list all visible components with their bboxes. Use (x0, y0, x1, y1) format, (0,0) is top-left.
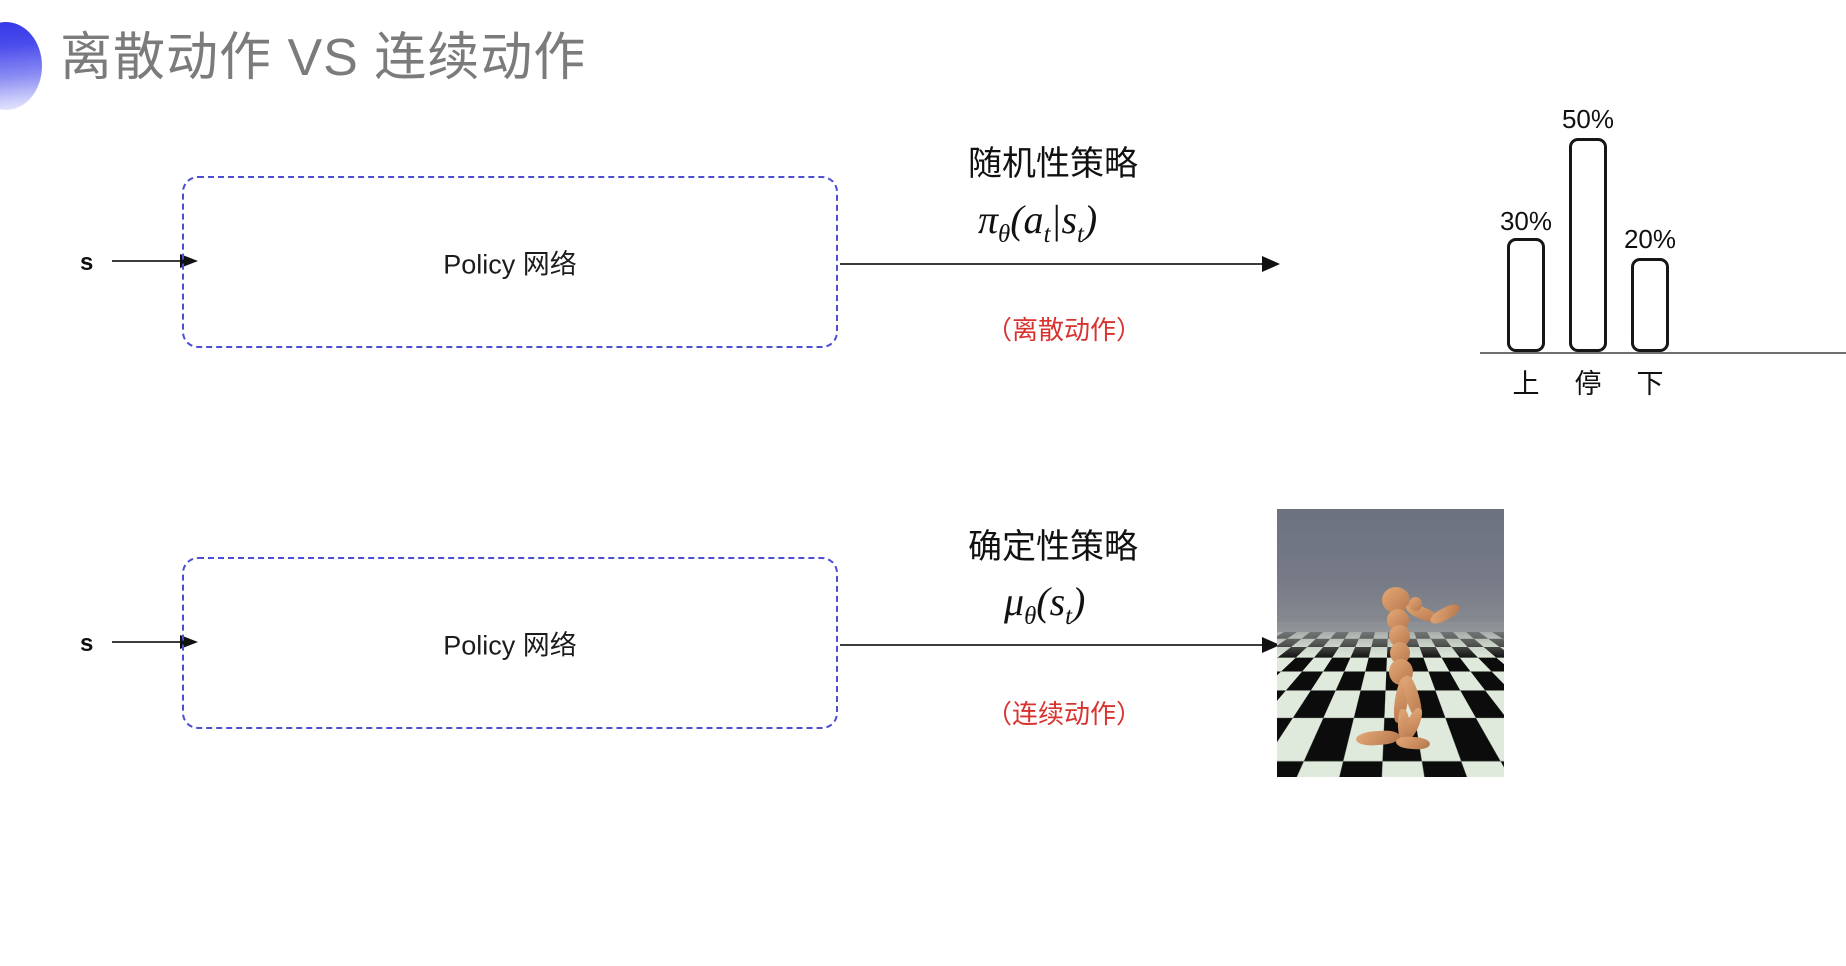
humanoid-simulation-image (1277, 509, 1504, 777)
humanoid-right-foot (1395, 735, 1431, 751)
arrow-policy-to-output-discrete (840, 256, 1280, 272)
humanoid-lower-torso (1390, 642, 1410, 664)
bar-2 (1631, 258, 1669, 352)
formula-open-arg: (a (1010, 197, 1044, 242)
formula-theta: θ (998, 221, 1011, 248)
action-type-note-discrete: （离散动作） (986, 315, 1143, 345)
bar-value-label-0: 30% (1499, 206, 1553, 236)
policy-type-name-continuous: 确定性策略 (968, 528, 1138, 566)
page-title: 离散动作 VS 连续动作 (60, 29, 587, 87)
bar-category-label-0: 上 (1512, 369, 1540, 399)
formula-pipe-s: |s (1050, 197, 1078, 242)
policy-formula-continuous: μθ(st) (1004, 578, 1085, 631)
state-input-label-continuous: s (80, 630, 94, 657)
humanoid-fist (1409, 597, 1422, 611)
bar-1 (1569, 138, 1607, 352)
title-decor-half-circle-icon (0, 22, 42, 110)
formula-close: ) (1083, 197, 1098, 242)
humanoid-forearm (1428, 601, 1462, 627)
formula-t-1: t (1043, 221, 1051, 248)
action-type-note-continuous: （连续动作） (986, 699, 1143, 729)
policy-type-name-discrete: 随机性策略 (968, 145, 1138, 183)
formula-theta-2: θ (1024, 603, 1037, 630)
formula-open-arg-2: (s (1036, 579, 1066, 624)
bar-category-label-2: 下 (1636, 369, 1664, 399)
humanoid-left-foot (1355, 729, 1401, 747)
formula-t-2: t (1077, 221, 1084, 248)
bar-value-label-1: 50% (1561, 104, 1615, 134)
state-input-label-discrete: s (80, 249, 94, 276)
arrow-state-to-policy-continuous (112, 635, 198, 649)
discrete-action-bar-chart: 30% 50% 20% 上 停 下 (1480, 96, 1846, 399)
humanoid-figure (1277, 509, 1504, 777)
formula-mu: μ (1004, 579, 1025, 624)
bar-chart-axis-line (1480, 352, 1846, 354)
policy-network-label-continuous: Policy 网络 (443, 630, 577, 661)
formula-t-3: t (1065, 603, 1073, 630)
bar-0 (1507, 238, 1545, 352)
policy-network-label-discrete: Policy 网络 (443, 249, 577, 280)
arrow-policy-to-output-continuous (840, 637, 1280, 653)
formula-pi: π (978, 197, 999, 242)
formula-close-2: ) (1072, 579, 1086, 624)
bar-value-label-2: 20% (1623, 224, 1677, 254)
policy-formula-discrete: πθ(at|st) (978, 196, 1097, 249)
policy-network-box-continuous[interactable]: Policy 网络 (182, 557, 838, 729)
policy-network-box-discrete[interactable]: Policy 网络 (182, 176, 838, 348)
arrow-state-to-policy-discrete (112, 254, 198, 268)
bar-category-label-1: 停 (1574, 369, 1602, 399)
humanoid-mid-torso (1389, 625, 1410, 647)
